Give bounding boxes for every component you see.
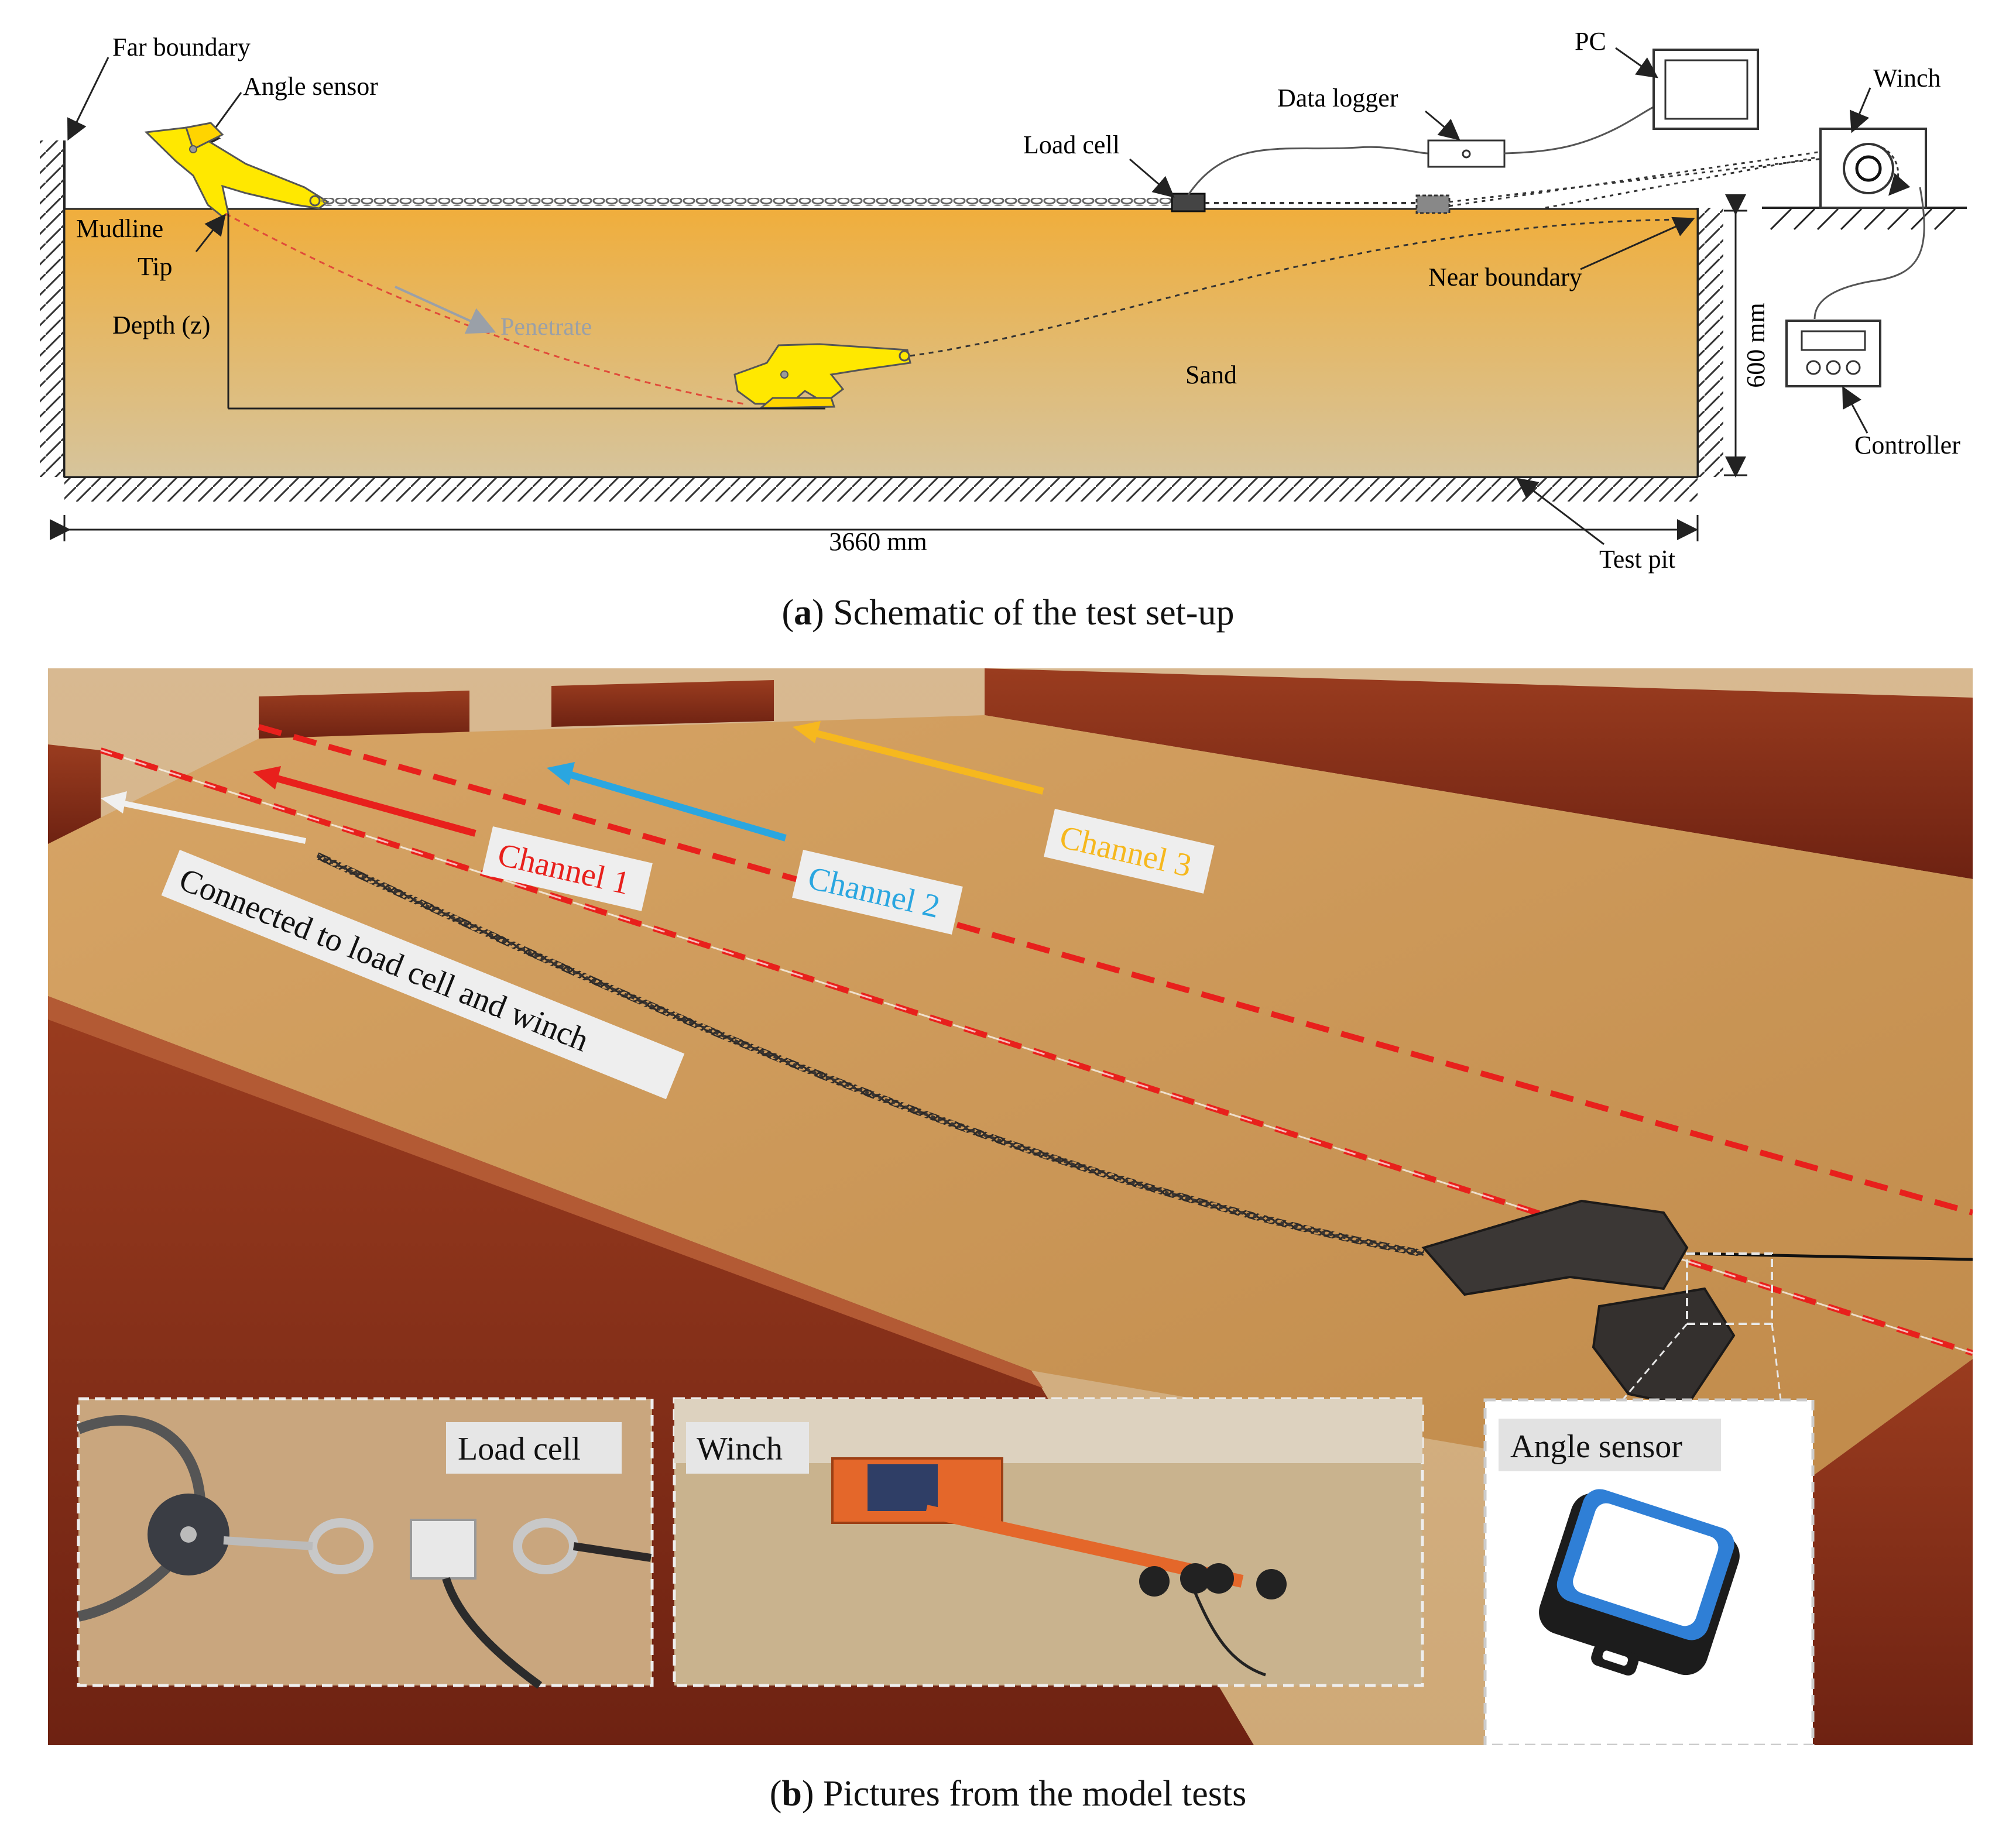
data-logger-box (1427, 139, 1506, 168)
controller-knob-1 (1806, 360, 1821, 375)
caption-a-letter: a (794, 593, 812, 633)
test-pit-label: Test pit (1599, 545, 1675, 574)
photo-anchor-icon (1421, 1199, 1973, 1408)
anchor-start-icon (144, 122, 330, 218)
angle-sensor-label: Angle sensor (243, 72, 378, 101)
far-wall-left (48, 744, 101, 844)
load-cell-photo-icon (410, 1519, 476, 1580)
channel1-tag: Channel 1 (482, 826, 653, 911)
sand-body (63, 208, 1699, 478)
tip-label: Tip (138, 252, 173, 281)
far-wall-2 (551, 680, 774, 727)
photo-chain-links (316, 854, 1424, 1255)
controller-leader (1842, 386, 1868, 434)
winch-drum-inner (1855, 155, 1882, 182)
caption-b-text: ) Pictures from the model tests (801, 1774, 1247, 1814)
trajectory-dark-dashed (910, 218, 1686, 357)
inset-load-cell: Load cell (76, 1397, 654, 1689)
winch-rotation-arrow (1881, 146, 1911, 196)
caption-a: (a) Schematic of the test set-up (781, 593, 1235, 633)
chain-arrow (114, 799, 307, 844)
load-cell-leader (1129, 158, 1175, 198)
near-boundary-leader (1580, 217, 1695, 270)
caption-b: (b) Pictures from the model tests (769, 1774, 1247, 1814)
data-logger-dot (1462, 149, 1471, 159)
floor-hatch (64, 478, 1698, 502)
penetrate-arrow (395, 286, 496, 334)
pit-sand (48, 715, 1973, 1499)
schematic-diagram: Far boundary Angle sensor Load cell Data… (40, 27, 1967, 574)
pc-label: PC (1575, 27, 1606, 56)
width-dimension-label: 3660 mm (829, 527, 927, 556)
test-pit-leader (1516, 478, 1604, 545)
controller-knob-2 (1826, 360, 1841, 375)
load-cell-label: Load cell (1023, 131, 1120, 159)
angle-sensor-device-icon (1539, 1489, 1740, 1676)
load-cell-end-box (1415, 194, 1451, 214)
pit-wall-top-edge (48, 996, 1043, 1388)
inset-angle-sensor: Angle sensor (1483, 1398, 1815, 1745)
inset-angle-sensor-label: Angle sensor (1510, 1429, 1682, 1465)
inset-winch: Winch (673, 1397, 1424, 1687)
channel1-line-upper (258, 724, 1973, 1216)
inset-load-cell-label: Load cell (458, 1431, 581, 1467)
trajectory-red-dashed (225, 212, 744, 405)
cable-logger-pc (1504, 104, 1657, 155)
cable-loadcell-logger (1187, 146, 1429, 195)
winch-label: Winch (1873, 64, 1941, 92)
winch-leader (1849, 87, 1871, 133)
anchor-buried-icon (733, 343, 911, 409)
data-logger-label: Data logger (1277, 84, 1398, 112)
penetrate-label: Penetrate (500, 314, 592, 341)
pc-screen (1664, 59, 1748, 120)
mudline-label: Mudline (76, 214, 163, 243)
sensor-highlight-box (1686, 1252, 1773, 1325)
near-wall-hatch (1699, 208, 1723, 477)
depth-label: Depth (z) (112, 311, 210, 339)
controller-label: Controller (1854, 431, 1960, 459)
data-logger-leader (1425, 110, 1460, 140)
far-wall-hatch (40, 140, 64, 477)
controller-knob-3 (1846, 360, 1861, 375)
pit-wall-right (1781, 1359, 1973, 1745)
winch-box (1819, 128, 1927, 209)
cable-winch-controller (1813, 187, 1925, 320)
tip-leader (195, 214, 226, 252)
controller-display (1801, 330, 1866, 351)
rope-to-winch-2 (1449, 148, 1839, 207)
winch-drum-outer (1843, 143, 1894, 194)
pc-leader (1615, 47, 1658, 78)
far-boundary-label: Far boundary (112, 33, 251, 61)
channel3-arrow (808, 728, 1044, 795)
near-boundary-label: Near boundary (1428, 263, 1582, 291)
chain-surface (321, 198, 1172, 206)
sand-label: Sand (1185, 361, 1237, 389)
channel1-arrow (269, 773, 476, 837)
far-wall-right (985, 668, 1973, 879)
winch-ground-hatch (1770, 208, 1956, 231)
caption-b-letter: b (781, 1774, 802, 1814)
inset-winch-label: Winch (697, 1431, 783, 1467)
height-dimension-label: 600 mm (1741, 303, 1770, 387)
rope-to-winch-3 (1545, 152, 1839, 209)
far-wall-1 (259, 691, 469, 740)
far-boundary-leader (67, 57, 109, 141)
test-photo: Channel 3 Channel 2 Channel 1 Connected … (48, 668, 1973, 1745)
caption-a-text: ) Schematic of the test set-up (812, 593, 1235, 633)
channel2-arrow (562, 769, 787, 842)
load-cell-box (1171, 193, 1206, 212)
